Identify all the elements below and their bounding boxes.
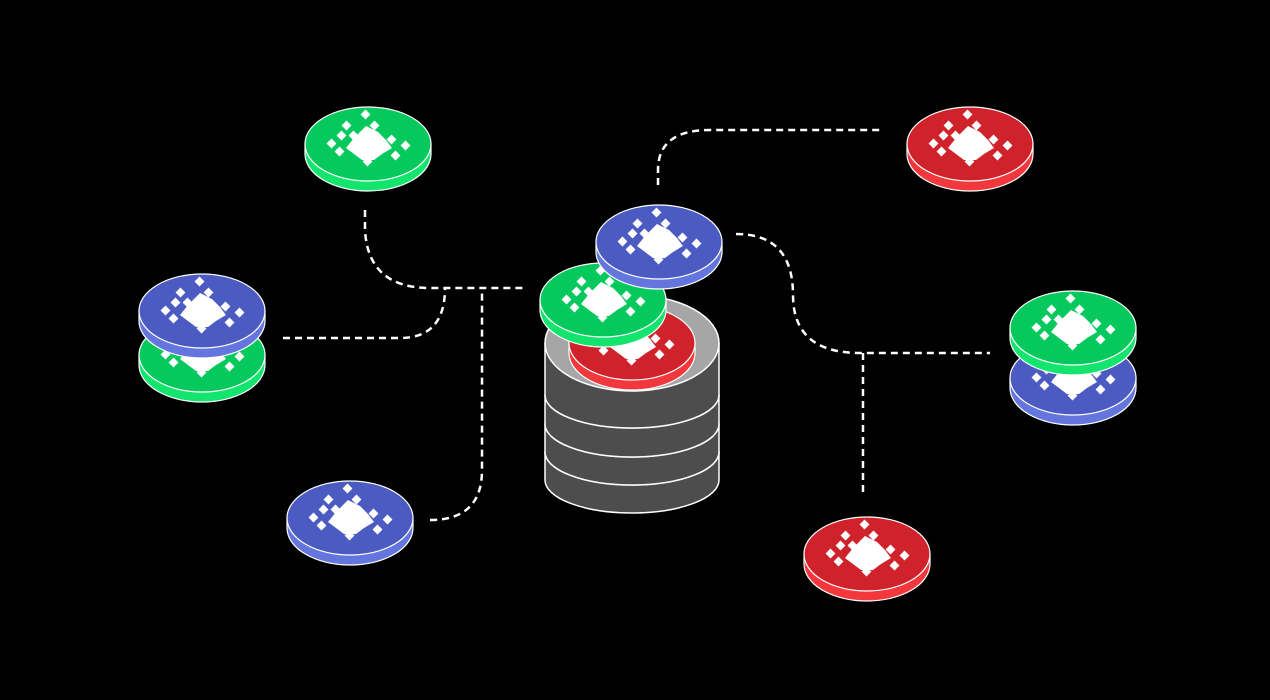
token-red-top-right	[906, 106, 1034, 192]
connector-red-top-right	[656, 128, 882, 185]
connector-stack-right	[735, 232, 990, 355]
connector-stack-left	[283, 287, 447, 340]
token-stack-left-blue	[138, 273, 266, 359]
connector-green-top-left	[363, 210, 525, 290]
token-stack-right-green	[1009, 290, 1137, 376]
token-center-blue	[595, 204, 723, 290]
connector-blue-bottom-left	[429, 288, 484, 522]
connector-lines	[283, 128, 990, 522]
token-green-top-left	[304, 106, 432, 192]
token-red-bottom-right	[803, 516, 931, 602]
token-blue-bottom-left	[286, 480, 414, 566]
